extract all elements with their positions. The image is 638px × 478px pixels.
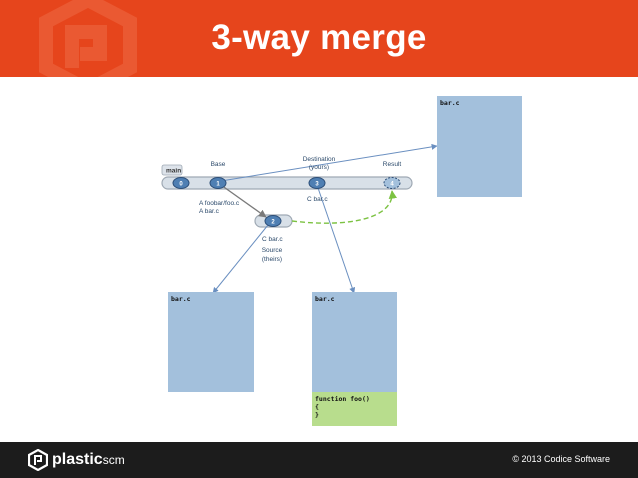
source-file-name: bar.c bbox=[315, 295, 335, 303]
slide-title: 3-way merge bbox=[211, 18, 427, 57]
yours-label: (yours) bbox=[309, 164, 329, 171]
cs1-change-line2: A bar.c bbox=[199, 208, 220, 215]
changeset-node-1[interactable]: 1 bbox=[209, 177, 227, 189]
ancestry-arrow bbox=[220, 184, 267, 218]
changeset-node-3-label: 3 bbox=[315, 182, 319, 188]
result-label: Result bbox=[383, 161, 402, 168]
changeset-node-2-label: 2 bbox=[271, 220, 275, 226]
cs1-change-line1: A foobar/foo.c bbox=[199, 200, 240, 207]
slide-header: 3-way merge bbox=[0, 0, 638, 77]
changeset-node-0-label: 0 bbox=[179, 182, 183, 188]
base-label: Base bbox=[211, 161, 226, 168]
main-branch-bar bbox=[161, 176, 413, 190]
base-file-name: bar.c bbox=[171, 295, 191, 303]
cs3-change: C bar.c bbox=[307, 196, 328, 203]
source-file-box: bar.c bbox=[312, 292, 397, 392]
destination-to-file-arrow bbox=[316, 184, 356, 294]
plastic-scm-logo: plasticscm bbox=[28, 449, 125, 471]
plastic-logo-icon bbox=[28, 449, 48, 471]
brand-name: plasticscm bbox=[52, 451, 125, 469]
changeset-node-4[interactable]: 4 bbox=[383, 177, 401, 189]
base-to-result-arrow bbox=[220, 143, 438, 182]
code-line-1: function foo() bbox=[315, 395, 370, 403]
brand-name-main: plastic bbox=[52, 451, 103, 468]
changeset-node-1-label: 1 bbox=[216, 182, 220, 188]
code-line-2: { bbox=[315, 403, 319, 411]
changeset-node-0[interactable]: 0 bbox=[172, 177, 190, 189]
main-branch-label: main bbox=[166, 168, 181, 175]
result-file-name: bar.c bbox=[440, 99, 460, 107]
cs2-change: C bar.c bbox=[262, 236, 283, 243]
source-label: Source bbox=[262, 247, 283, 254]
code-line-3: } bbox=[315, 411, 319, 419]
changeset-node-2[interactable]: 2 bbox=[264, 215, 282, 227]
plastic-logo-watermark-icon bbox=[39, 0, 137, 77]
base-to-file-arrow bbox=[212, 224, 269, 294]
slide-footer: plasticscm © 2013 Codice Software bbox=[0, 442, 638, 478]
destination-label: Destination bbox=[303, 156, 336, 163]
merge-arrow bbox=[291, 190, 397, 224]
main-branch-label-box bbox=[161, 164, 183, 176]
base-file-box: bar.c bbox=[168, 292, 254, 392]
copyright-text: © 2013 Codice Software bbox=[512, 454, 610, 464]
changeset-node-3[interactable]: 3 bbox=[308, 177, 326, 189]
changeset-node-4-label: 4 bbox=[390, 182, 394, 188]
theirs-label: (theirs) bbox=[262, 256, 282, 263]
brand-name-suffix: scm bbox=[102, 453, 125, 467]
result-file-box: bar.c bbox=[437, 96, 522, 197]
code-snippet: function foo() { } bbox=[312, 392, 397, 426]
